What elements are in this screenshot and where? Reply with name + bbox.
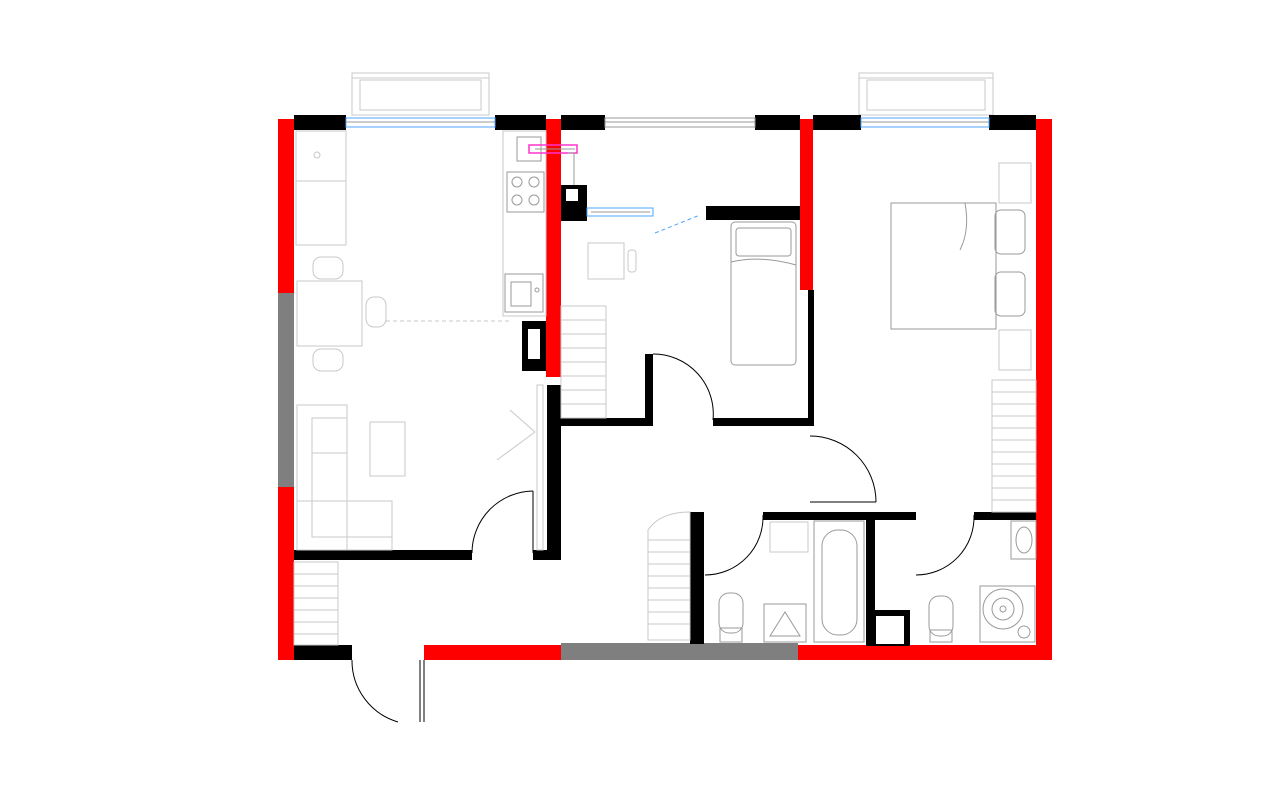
toilet-icon: [718, 592, 744, 643]
balcony-right-icon: [858, 72, 994, 116]
wall-partition-kitchen-bedroom: [546, 119, 561, 377]
wardrobe-icon: [991, 379, 1037, 513]
sofa-icon: [296, 404, 406, 551]
coffee-table: [369, 421, 406, 477]
desk-icon: [587, 242, 637, 280]
shower-icon: [979, 585, 1036, 643]
sink-icon: [504, 273, 544, 313]
doors: [351, 353, 975, 723]
window-inner-small-bedroom: [586, 207, 701, 234]
wall-partition-bedrooms: [800, 119, 813, 290]
cabinet-bath: [769, 521, 809, 553]
kitchen-counter-right: [502, 130, 547, 317]
shaft-voids: [528, 189, 904, 644]
top-wall-segments: [294, 115, 1036, 130]
dining-table-icon: [296, 256, 510, 372]
kitchen-counter-left: [295, 130, 347, 246]
wall-west-lower: [278, 562, 294, 660]
bed-icon: [890, 202, 1026, 330]
stair-wardrobe-small-bedroom: [560, 305, 607, 419]
stair-hall: [647, 511, 691, 641]
windows-top: [345, 117, 990, 128]
window-west: [278, 293, 294, 487]
wall-west-middle: [278, 487, 294, 562]
bed-icon: [730, 221, 797, 366]
washbasin-icon: [1010, 520, 1037, 560]
stove-icon: [506, 171, 545, 213]
wall-south-left: [424, 645, 561, 660]
toilet-icon: [928, 595, 954, 643]
radiator-icon: [528, 144, 578, 185]
bathtub-icon: [813, 520, 865, 643]
wall-south-right: [798, 645, 1052, 660]
nightstand-bottom: [998, 329, 1032, 371]
grey-window-panels: [278, 293, 798, 660]
balcony-left-icon: [351, 72, 490, 116]
window-south: [561, 643, 798, 660]
sliding-door-kitchen: [496, 384, 544, 551]
wall-west-upper: [278, 119, 294, 293]
exterior-walls: [278, 119, 1052, 660]
nightstand-top: [998, 162, 1032, 204]
stair-entrance: [293, 561, 339, 646]
washbasin-icon: [763, 603, 807, 643]
wall-east: [1036, 119, 1052, 660]
